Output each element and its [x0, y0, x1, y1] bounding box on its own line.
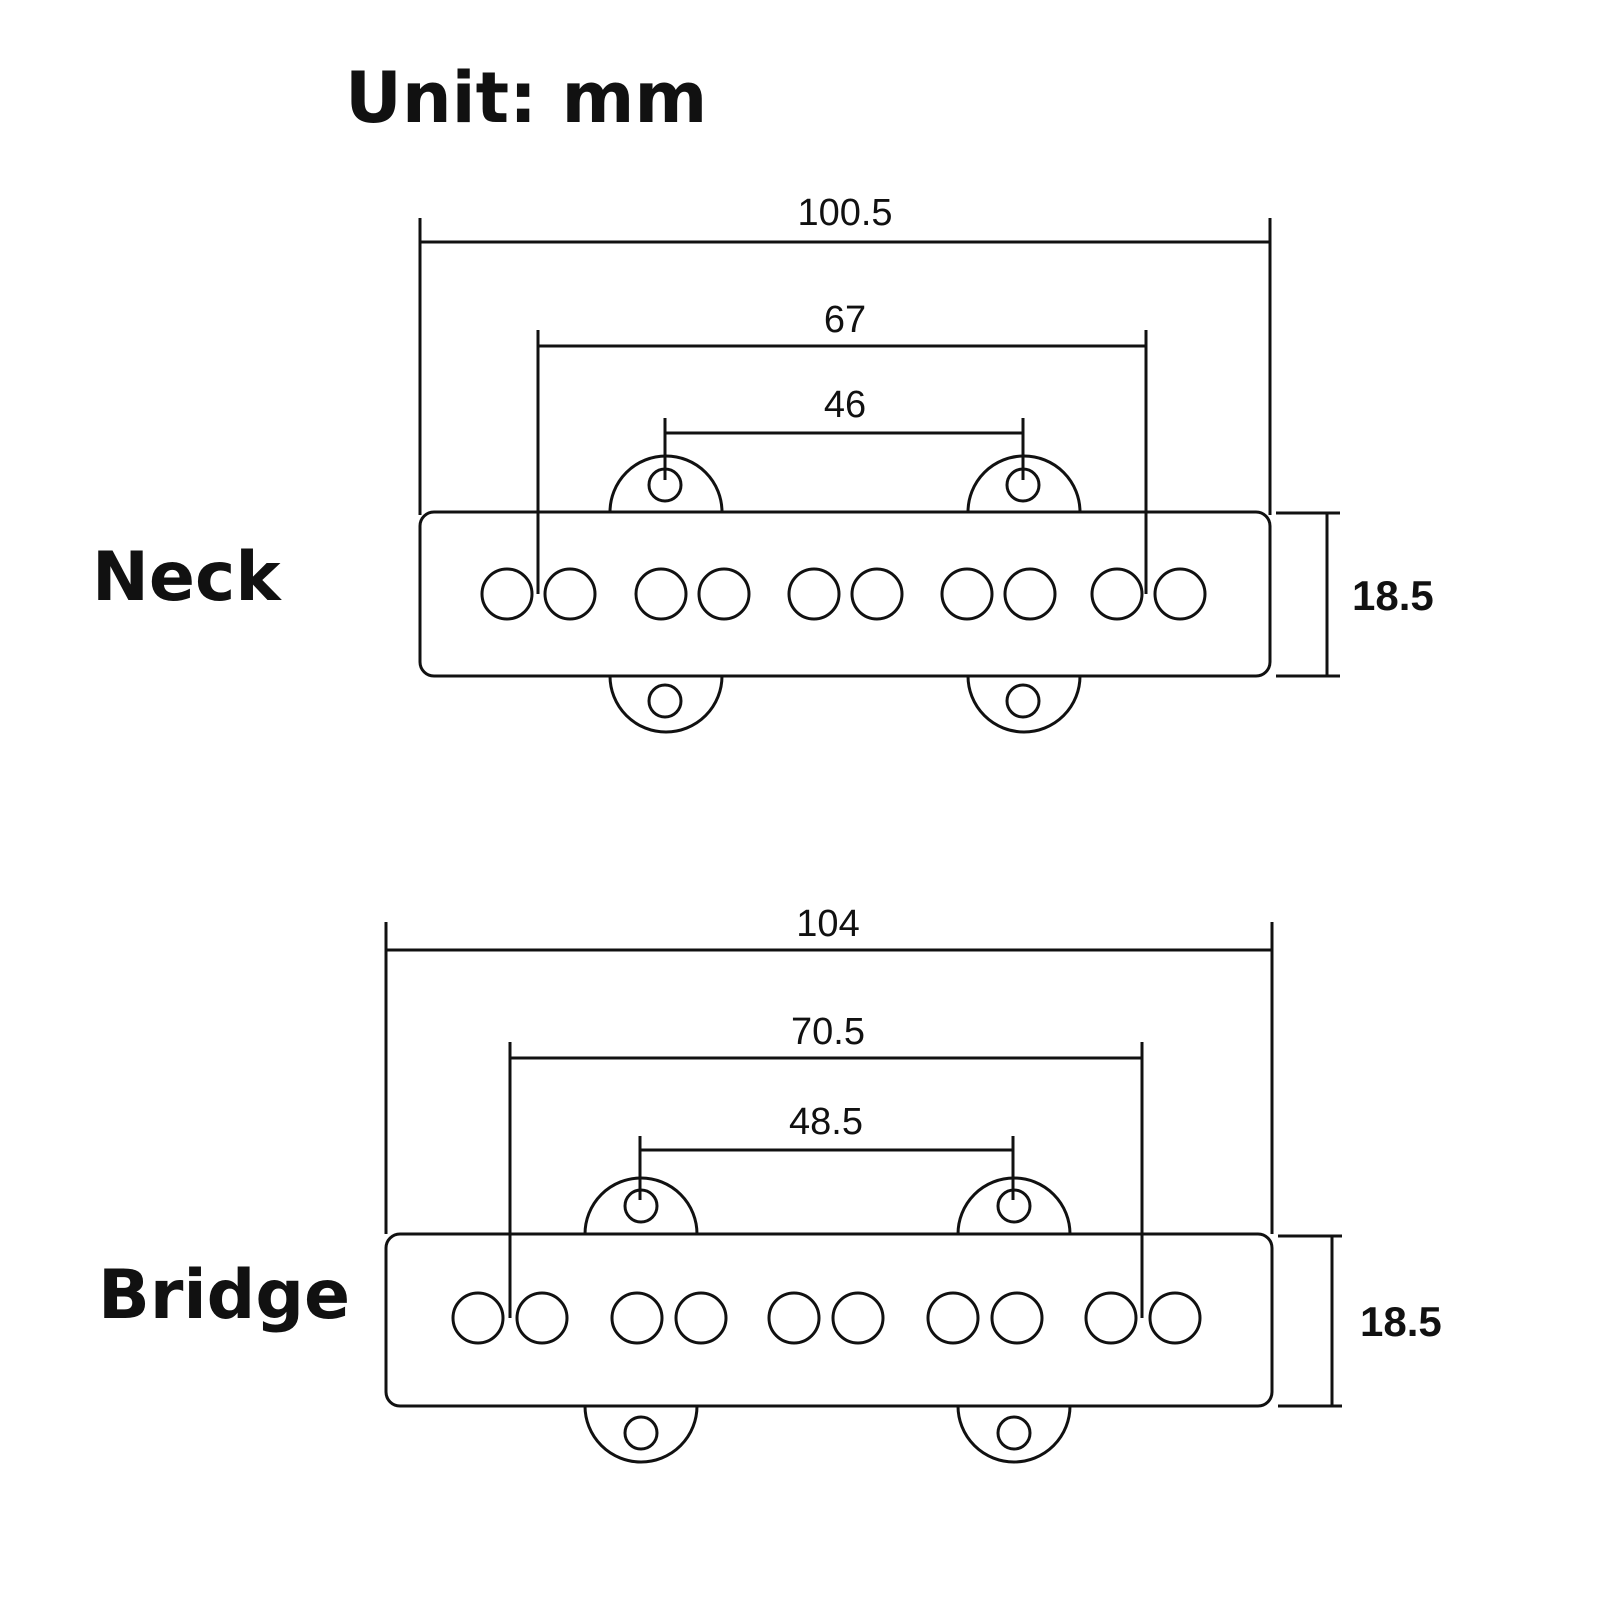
mounting-ear: [583, 1176, 699, 1235]
pole-piece: [1003, 567, 1057, 621]
pole-piece: [1148, 1291, 1202, 1345]
pole-piece: [543, 567, 597, 621]
pole-piece: [674, 1291, 728, 1345]
mounting-ear: [956, 1176, 1072, 1235]
mounting-screw-hole: [647, 467, 683, 503]
mounting-screw-hole: [623, 1188, 659, 1224]
neck-mount-span-dimension: 46: [663, 384, 1025, 480]
mounting-screw-hole: [1005, 467, 1041, 503]
pole-piece: [634, 567, 688, 621]
bridge-pole-pieces: [451, 1291, 1202, 1345]
bridge-mount-span-value: 48.5: [789, 1101, 863, 1143]
neck-pickup-body: [418, 510, 1272, 678]
unit-title: Unit: mm: [345, 57, 707, 139]
pole-piece: [1090, 567, 1144, 621]
neck-overall-length-value: 100.5: [797, 192, 892, 234]
bridge-label: Bridge: [98, 1256, 350, 1335]
mounting-ear: [583, 1405, 699, 1464]
mounting-screw-hole: [623, 1415, 659, 1451]
neck-pole-pieces: [480, 567, 1207, 621]
neck-mounting-ears: [608, 454, 1082, 734]
mounting-ear: [966, 675, 1082, 734]
pole-piece: [926, 1291, 980, 1345]
mounting-screw-hole: [1005, 683, 1041, 719]
pole-piece: [940, 567, 994, 621]
pole-piece: [451, 1291, 505, 1345]
mounting-ear: [956, 1405, 1072, 1464]
pole-piece: [610, 1291, 664, 1345]
bridge-height-dimension: 18.5: [1278, 1234, 1442, 1408]
pole-piece: [697, 567, 751, 621]
mounting-ear: [966, 454, 1082, 513]
neck-overall-length-dimension: 100.5: [418, 192, 1272, 515]
mounting-screw-hole: [996, 1188, 1032, 1224]
bridge-pickup: Bridge 104 70.5 48.5: [98, 903, 1442, 1464]
pole-piece: [850, 567, 904, 621]
bridge-mount-span-dimension: 48.5: [638, 1101, 1015, 1200]
mounting-screw-hole: [647, 683, 683, 719]
pole-piece: [515, 1291, 569, 1345]
bridge-pole-span-value: 70.5: [791, 1011, 865, 1053]
neck-height-value: 18.5: [1352, 572, 1434, 619]
pole-piece: [480, 567, 534, 621]
mounting-screw-hole: [996, 1415, 1032, 1451]
bridge-mounting-ears: [583, 1176, 1072, 1464]
pole-piece: [767, 1291, 821, 1345]
neck-mount-span-value: 46: [824, 384, 866, 426]
neck-pole-span-value: 67: [824, 299, 866, 341]
pole-piece: [1084, 1291, 1138, 1345]
pole-piece: [787, 567, 841, 621]
pole-piece: [1153, 567, 1207, 621]
bridge-height-value: 18.5: [1360, 1298, 1442, 1345]
neck-label: Neck: [92, 538, 282, 617]
neck-pole-span-dimension: 67: [536, 299, 1148, 594]
bridge-pickup-body: [384, 1232, 1274, 1408]
pole-piece: [990, 1291, 1044, 1345]
mounting-ear: [608, 454, 724, 513]
neck-pickup: Neck 100.5 67 46: [92, 192, 1434, 734]
neck-height-dimension: 18.5: [1276, 511, 1434, 678]
bridge-overall-length-dimension: 104: [384, 903, 1274, 1234]
mounting-ear: [608, 675, 724, 734]
bridge-overall-length-value: 104: [796, 903, 859, 945]
pole-piece: [831, 1291, 885, 1345]
